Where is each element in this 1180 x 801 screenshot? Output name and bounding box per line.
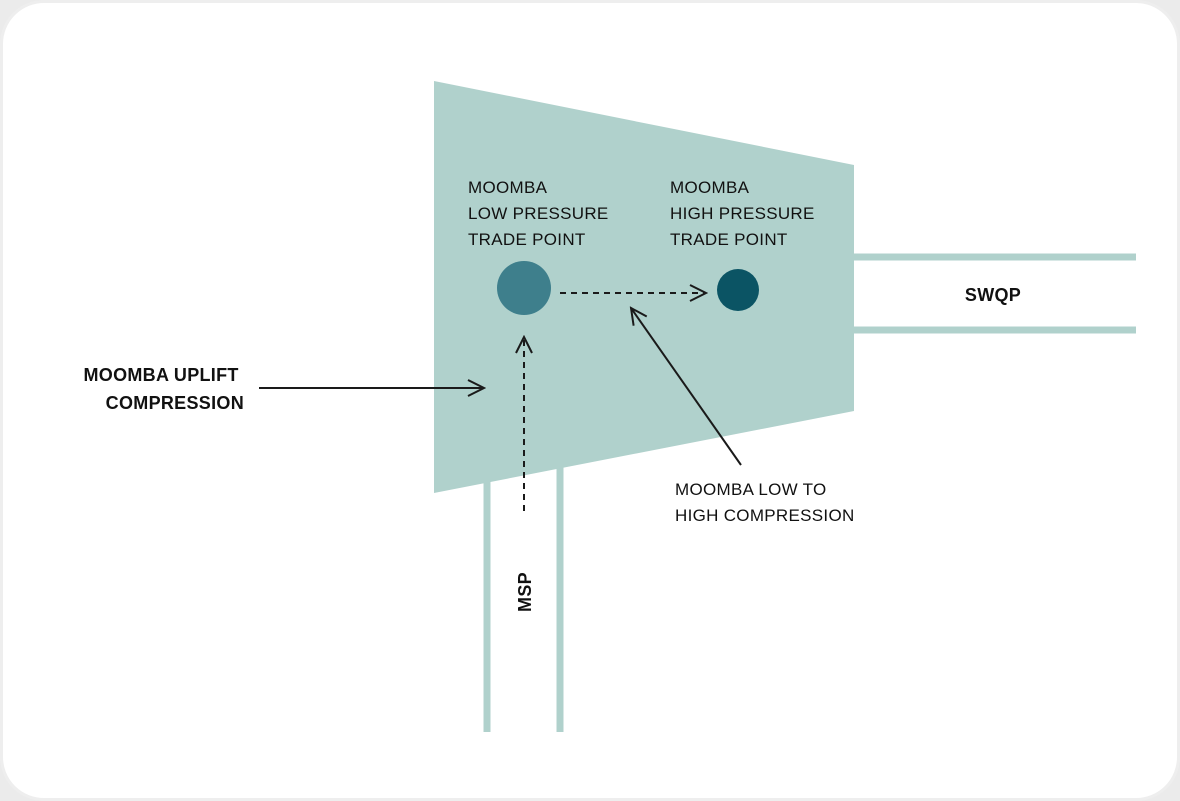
low-to-high-compression-label: MOOMBA LOW TO HIGH COMPRESSION	[675, 480, 855, 525]
high-pressure-trade-point-label: MOOMBA HIGH PRESSURE TRADE POINT	[670, 178, 820, 249]
uplift-compression-label: MOOMBA UPLIFT COMPRESSION	[83, 365, 244, 413]
low-pressure-trade-point-label: MOOMBA LOW PRESSURE TRADE POINT	[468, 178, 614, 249]
high-pressure-trade-point-node	[717, 269, 759, 311]
msp-label: MSP	[515, 572, 535, 612]
low-pressure-trade-point-node	[497, 261, 551, 315]
swqp-label: SWQP	[965, 285, 1021, 305]
compressor-shape	[434, 81, 854, 493]
low-to-high-compression-arrow	[631, 308, 742, 466]
pipeline-diagram: MOOMBA LOW PRESSURE TRADE POINT MOOMBA H…	[83, 81, 1136, 732]
